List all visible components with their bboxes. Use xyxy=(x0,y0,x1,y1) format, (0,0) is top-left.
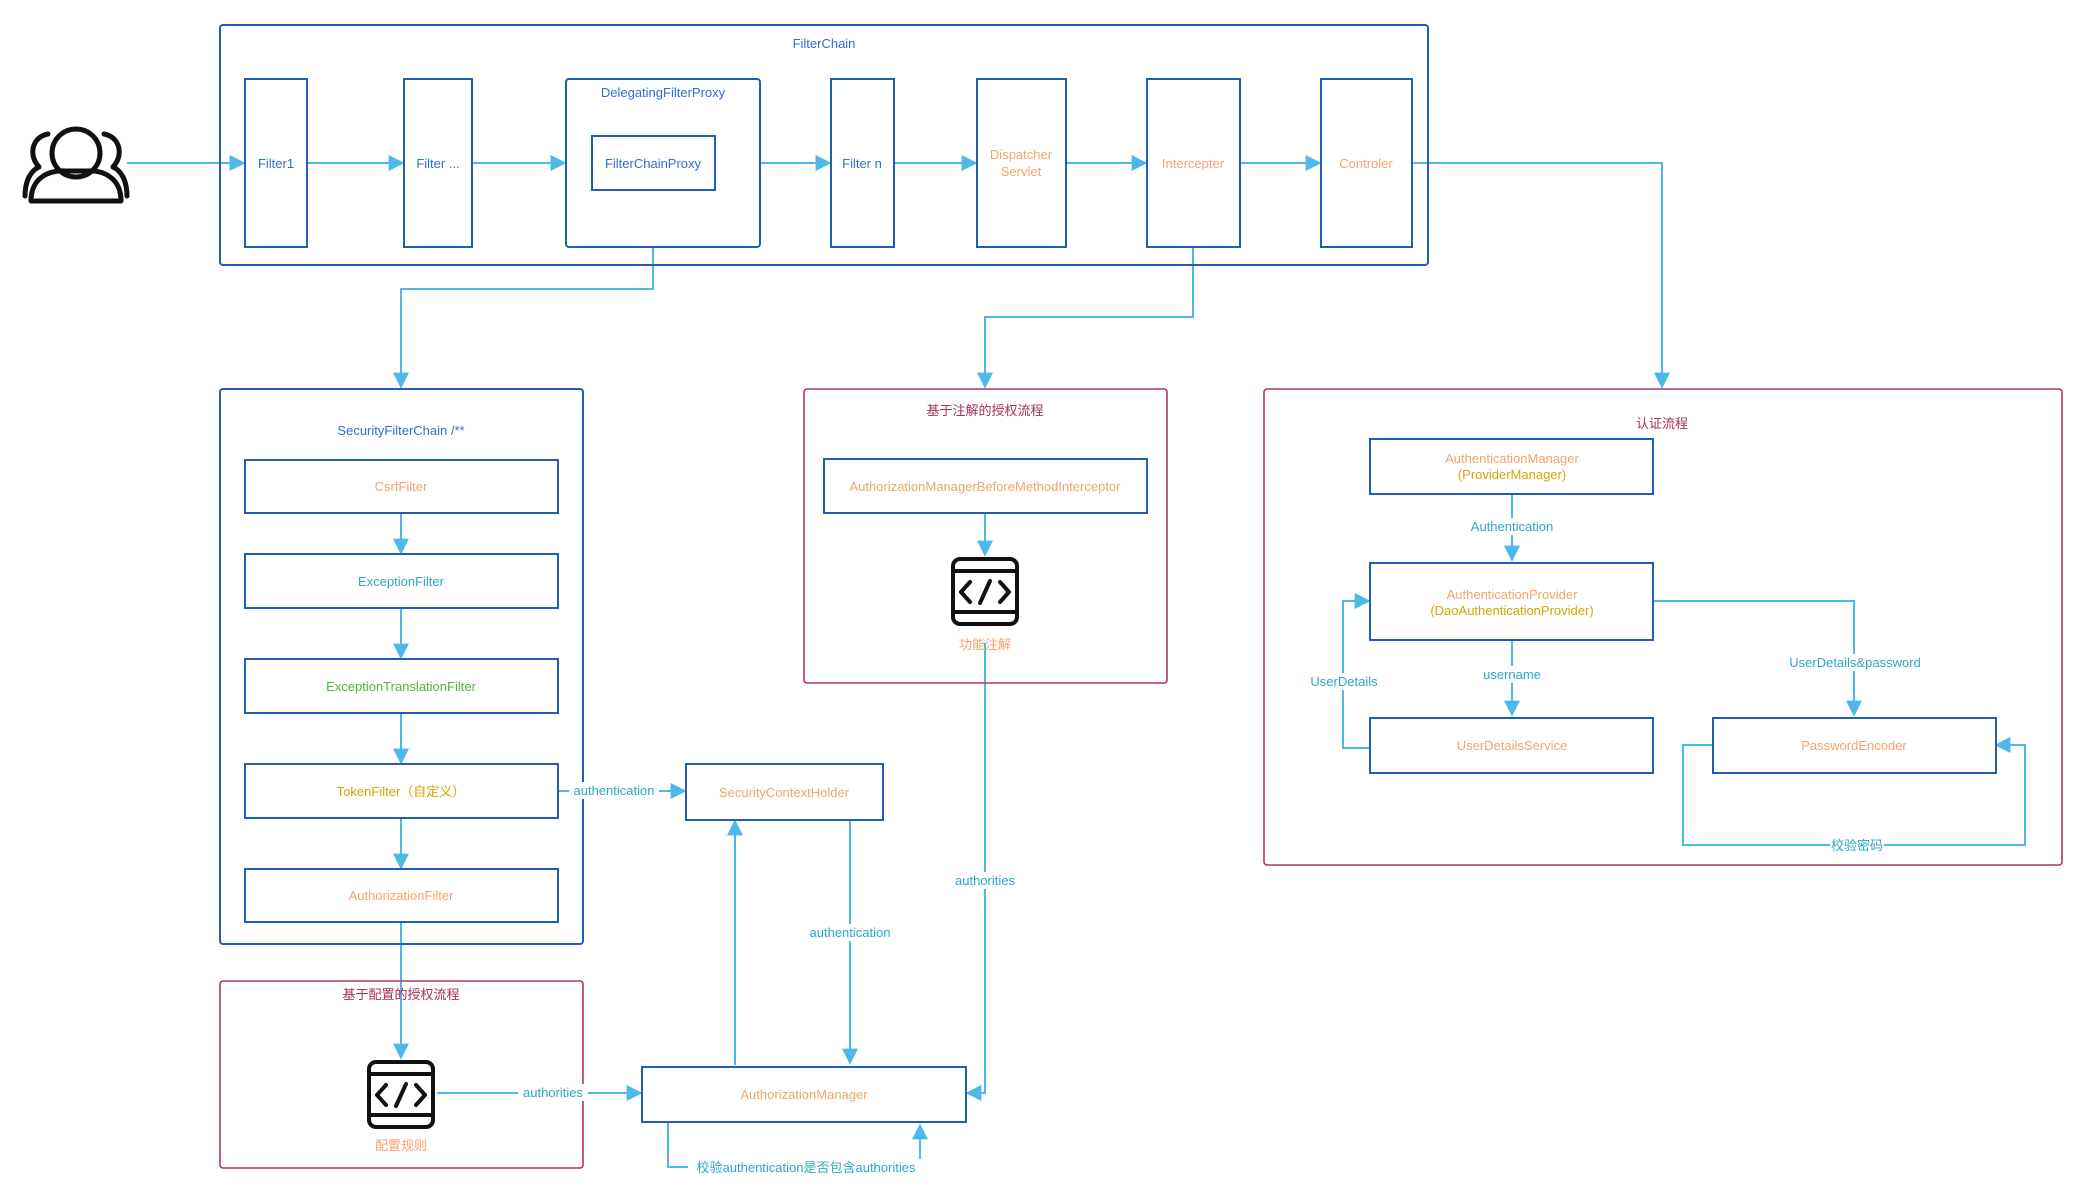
authentication-provider-label-line1: AuthenticationProvider xyxy=(1447,587,1578,602)
authorization-manager-node xyxy=(641,1066,967,1123)
token-filter-node xyxy=(244,763,559,819)
exception-translation-filter-node xyxy=(244,658,559,714)
users-icon xyxy=(22,126,130,204)
edge-label-annotation-authorities: authorities xyxy=(955,873,1015,888)
edge-label-bg xyxy=(1476,666,1548,683)
config-auth-container xyxy=(219,980,584,1169)
password-encoder-label: PasswordEncoder xyxy=(1801,738,1907,753)
edge-label-config-authorities: authorities xyxy=(523,1085,583,1100)
edge-label-check-authorities: 校验authentication是否包含authorities xyxy=(697,1160,916,1175)
edge-label-userdetails-password: UserDetails&password xyxy=(1789,655,1921,670)
authentication-manager-label-line2: (ProviderManager) xyxy=(1458,467,1566,482)
arrow-annotation-to-manager xyxy=(965,643,986,1101)
edge-label-bg xyxy=(1788,654,1922,671)
authentication-flow-container xyxy=(1263,388,2063,866)
security-context-holder-label: SecurityContextHolder xyxy=(719,785,850,800)
config-icon-label: 配置规则 xyxy=(375,1138,427,1153)
intercepter-label: Intercepter xyxy=(1162,156,1225,171)
intercepter-node xyxy=(1146,78,1241,248)
csrf-filter-node xyxy=(244,459,559,514)
authorization-manager-label: AuthorizationManager xyxy=(740,1087,868,1102)
edge-label-bg xyxy=(1830,837,1884,854)
filter-n-node xyxy=(830,78,895,248)
arrow-provider-to-encoder xyxy=(1653,600,1862,717)
dispatcher-label-line2: Servlet xyxy=(1001,164,1042,179)
edge-label-bg xyxy=(950,872,1020,889)
filter-n-label: Filter n xyxy=(842,156,882,171)
edge-label-token-authentication: authentication xyxy=(574,783,655,798)
authorization-filter-node xyxy=(244,868,559,923)
method-interceptor-label: AuthorizationManagerBeforeMethodIntercep… xyxy=(850,479,1122,494)
security-filter-chain-title: SecurityFilterChain /** xyxy=(337,423,464,438)
user-details-service-label: UserDetailsService xyxy=(1457,738,1568,753)
edge-label-authentication: Authentication xyxy=(1471,519,1553,534)
token-filter-label: TokenFilter（自定义） xyxy=(337,784,466,799)
controller-label: Controler xyxy=(1339,156,1393,171)
authentication-manager-label-line1: AuthenticationManager xyxy=(1445,451,1579,466)
exception-filter-node xyxy=(244,553,559,609)
edge-label-check-password: 校验密码 xyxy=(1831,838,1883,853)
csrf-filter-label: CsrfFilter xyxy=(375,479,428,494)
edge-label-userdetails: UserDetails xyxy=(1310,674,1378,689)
edge-label-bg xyxy=(569,782,659,799)
exception-translation-filter-label: ExceptionTranslationFilter xyxy=(326,679,476,694)
filter-chain-title: FilterChain xyxy=(793,36,856,51)
password-encoder-node xyxy=(1712,717,1997,774)
filter-chain-container xyxy=(219,24,1429,266)
user-details-service-node xyxy=(1369,717,1654,774)
code-icon-config xyxy=(367,1060,435,1129)
filter-dots-label: Filter ... xyxy=(416,156,459,171)
annotation-auth-container xyxy=(803,388,1168,684)
security-filter-chain-container xyxy=(219,388,584,945)
arrow-intercepter-to-annotation xyxy=(977,246,1194,389)
authentication-provider-node xyxy=(1369,562,1654,641)
arrow-controller-to-auth-flow xyxy=(1412,162,1670,389)
dispatcher-servlet-node xyxy=(976,78,1067,248)
authentication-flow-title: 认证流程 xyxy=(1636,416,1688,431)
config-auth-title: 基于配置的授权流程 xyxy=(342,987,459,1002)
controller-node xyxy=(1320,78,1413,248)
filter-dots-node xyxy=(403,78,473,248)
edge-label-username: username xyxy=(1483,667,1541,682)
method-interceptor-node xyxy=(823,458,1148,514)
dispatcher-label-line1: Dispatcher xyxy=(990,147,1053,162)
edge-label-bg xyxy=(1308,673,1380,690)
edge-label-bg xyxy=(1465,518,1559,535)
authentication-manager-node xyxy=(1369,438,1654,495)
delegating-filter-proxy-label: DelegatingFilterProxy xyxy=(601,85,726,100)
filter1-label: Filter1 xyxy=(258,156,294,171)
edge-label-context-authentication: authentication xyxy=(810,925,891,940)
code-icon-annotation xyxy=(951,557,1019,626)
edge-label-bg xyxy=(688,1159,924,1176)
edge-label-bg xyxy=(805,924,895,941)
authentication-provider-label-line2: (DaoAuthenticationProvider) xyxy=(1430,603,1593,618)
annotation-auth-title: 基于注解的授权流程 xyxy=(926,403,1043,418)
filter-chain-proxy-node xyxy=(591,135,716,191)
exception-filter-label: ExceptionFilter xyxy=(358,574,445,589)
edge-label-bg xyxy=(518,1084,588,1101)
filter-chain-proxy-label: FilterChainProxy xyxy=(605,156,702,171)
annotation-icon-label: 功能注解 xyxy=(959,637,1011,652)
security-context-holder-node xyxy=(685,763,884,821)
filter1-node xyxy=(244,78,308,248)
authorization-filter-label: AuthorizationFilter xyxy=(349,888,454,903)
